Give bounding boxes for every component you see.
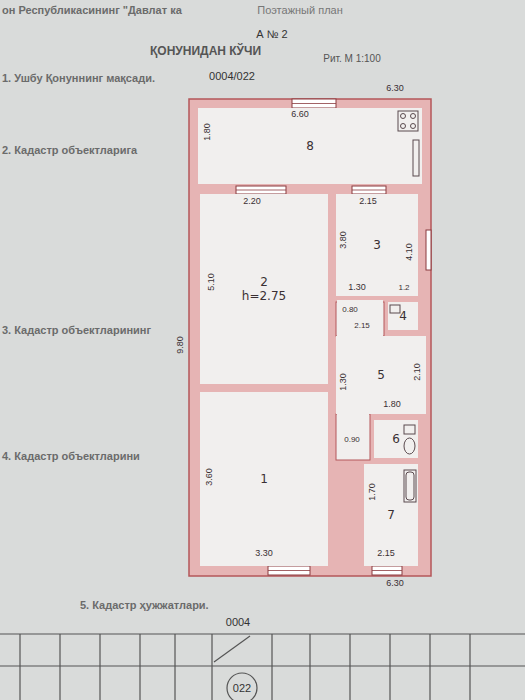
dimension-label: 2.15: [354, 322, 370, 331]
room-number: 4: [399, 309, 407, 323]
dimension-label: 5.10: [207, 273, 217, 291]
document-text: А № 2: [256, 28, 287, 40]
dimension-label: 3.80: [339, 231, 349, 249]
dimension-label: 1.30: [339, 373, 349, 391]
dimension-label: 1.30: [348, 283, 366, 293]
dimension-label: 1.70: [368, 483, 378, 501]
room-number: 7: [387, 508, 395, 522]
room-area: 2h=2.75: [200, 194, 328, 384]
document-text: Рит. М 1:100: [323, 53, 380, 64]
room-number: 5: [377, 368, 385, 382]
ceiling-height: h=2.75: [242, 289, 286, 303]
dimension-label: 2.10: [413, 363, 423, 381]
dimension-label: 6.30: [386, 579, 404, 589]
room-number: 1: [260, 472, 268, 486]
dimension-label: 1.2: [398, 284, 409, 293]
dimension-label: 2.20: [243, 197, 261, 207]
dimension-label: 4.10: [405, 243, 415, 261]
document-text: 4. Кадастр объектларини: [2, 450, 140, 462]
dimension-label: 6.30: [386, 84, 404, 94]
document-text: 2. Кадастр объектларига: [2, 144, 137, 156]
document-text: 3. Кадастр объектларининг: [2, 324, 151, 336]
room-area: 1: [200, 392, 328, 566]
dimension-label: 0004: [226, 616, 250, 628]
document-text: ҚОНУНИДАН КЎЧИ: [150, 45, 261, 58]
dimension-label: 6.60: [291, 110, 309, 120]
dimension-label: 3.60: [205, 468, 215, 486]
dimension-label: 9.80: [176, 336, 186, 354]
document-text: 5. Кадастр ҳужжатлари.: [80, 599, 209, 611]
dimension-label: 1.80: [203, 123, 213, 141]
room-number: 3: [373, 238, 381, 252]
document-text: он Республикасининг "Давлат ка: [2, 4, 182, 16]
room-number: 8: [306, 139, 314, 153]
dimension-label: 2.15: [359, 197, 377, 207]
dimension-label: 0.90: [344, 436, 360, 445]
room-area: 8: [198, 108, 422, 184]
dimension-label: 3.30: [255, 549, 273, 559]
room-area: 6: [374, 420, 418, 458]
room-number: 2: [260, 275, 268, 289]
dimension-label: 022: [233, 682, 251, 694]
dimension-label: 1.80: [383, 400, 401, 410]
document-text: Поэтажный план: [257, 4, 343, 16]
room-number: 6: [392, 432, 400, 446]
dimension-label: 2.15: [377, 549, 395, 559]
dimension-label: 0.80: [342, 306, 358, 315]
document-text: 0004/022: [209, 70, 255, 82]
room-area: 4: [388, 302, 418, 330]
document-text: 1. Ушбу Қонуннинг мақсади.: [2, 72, 155, 84]
